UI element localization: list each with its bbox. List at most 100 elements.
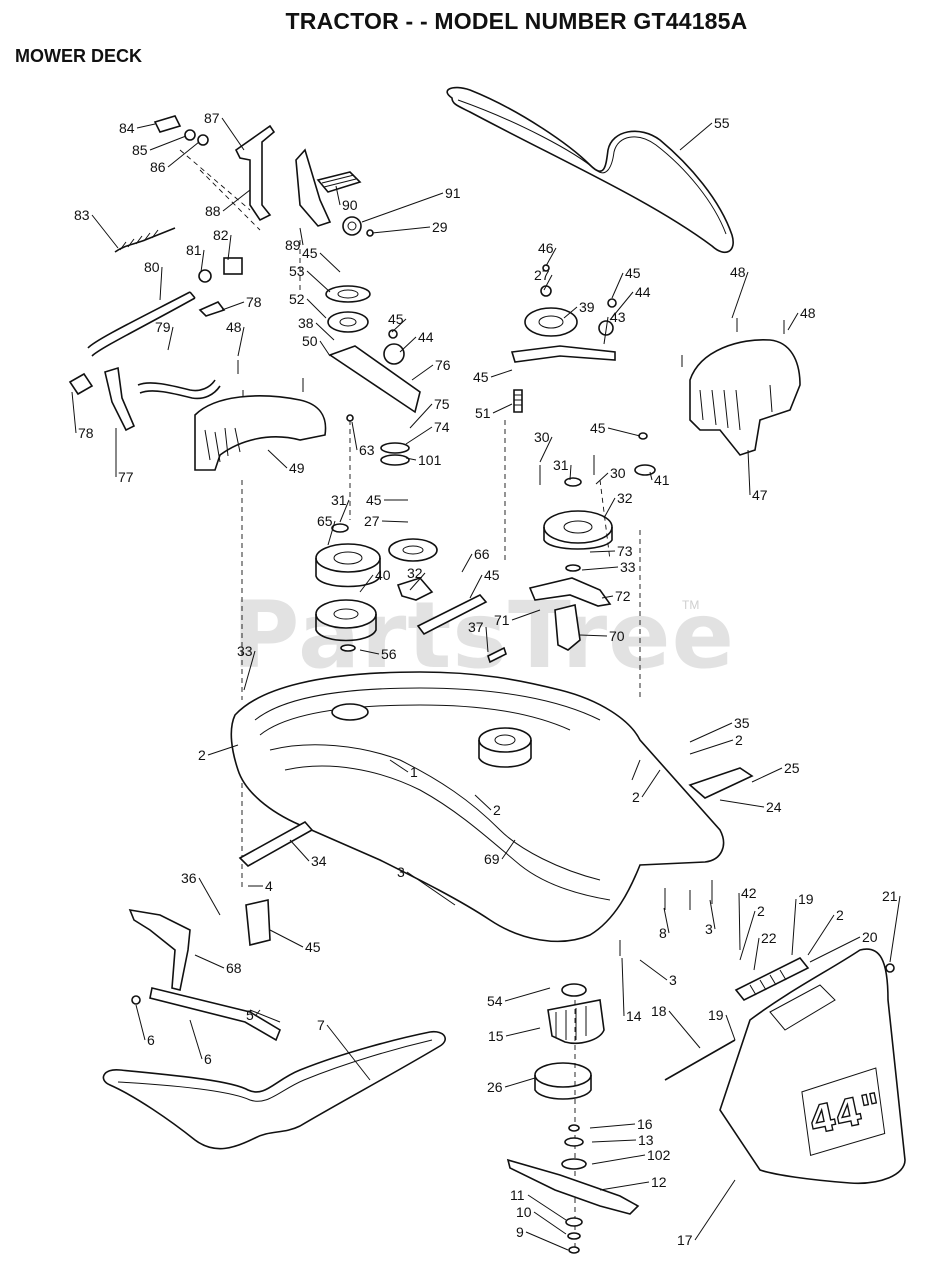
callout-70[interactable]: 70 [609,628,625,644]
part-10-washer[interactable] [565,1217,583,1227]
part-47-cover[interactable] [689,339,801,456]
callout-2[interactable]: 2 [757,903,765,919]
callout-3[interactable]: 3 [669,972,677,988]
callout-2[interactable]: 2 [735,732,743,748]
callout-11[interactable]: 11 [510,1187,525,1203]
callout-47[interactable]: 47 [752,487,768,503]
callout-29[interactable]: 29 [432,219,448,235]
part-31-nut-right[interactable] [564,477,582,487]
part-11-blade[interactable] [506,1158,640,1215]
part-45-nut[interactable] [388,329,398,339]
callout-19[interactable]: 19 [708,1007,724,1023]
callout-3[interactable]: 3 [705,921,713,937]
callout-68[interactable]: 68 [226,960,242,976]
callout-2[interactable]: 2 [632,789,640,805]
callout-37[interactable]: 37 [468,619,484,635]
part-44-spacer[interactable] [383,343,405,365]
part-45-nut-right[interactable] [607,298,617,308]
callout-45[interactable]: 45 [484,567,500,583]
callout-85[interactable]: 85 [132,142,148,158]
part-79-rod[interactable] [137,379,221,400]
callout-19[interactable]: 19 [798,891,814,907]
part-81-bushing[interactable] [198,269,212,283]
callout-25[interactable]: 25 [784,760,800,776]
part-77-arm[interactable] [104,366,136,432]
callout-44[interactable]: 44 [635,284,651,300]
callout-30[interactable]: 30 [534,429,550,445]
callout-24[interactable]: 24 [766,799,782,815]
callout-17[interactable]: 17 [677,1232,693,1248]
callout-55[interactable]: 55 [714,115,730,131]
callout-10[interactable]: 10 [516,1204,532,1220]
part-90-handle[interactable] [316,171,362,193]
callout-45[interactable]: 45 [302,245,318,261]
part-6-pin[interactable] [131,995,141,1005]
callout-46[interactable]: 46 [538,240,554,256]
part-7-link[interactable] [149,987,281,1042]
callout-44[interactable]: 44 [418,329,434,345]
part-50-bracket[interactable] [328,345,421,414]
callout-82[interactable]: 82 [213,227,229,243]
callout-38[interactable]: 38 [298,315,314,331]
callout-52[interactable]: 52 [289,291,305,307]
part-13-bolt[interactable] [568,1124,580,1132]
callout-72[interactable]: 72 [615,588,631,604]
part-102-washer[interactable] [564,1137,584,1147]
callout-69[interactable]: 69 [484,851,500,867]
callout-102[interactable]: 102 [647,1147,671,1163]
callout-91[interactable]: 91 [445,185,461,201]
part-35-spindle[interactable] [331,703,369,721]
callout-50[interactable]: 50 [302,333,318,349]
callout-16[interactable]: 16 [637,1116,653,1132]
callout-40[interactable]: 40 [375,567,391,583]
part-49-cover[interactable] [194,395,327,471]
callout-7[interactable]: 7 [317,1017,325,1033]
callout-89[interactable]: 89 [285,237,301,253]
part-80-rod[interactable] [87,291,196,357]
callout-26[interactable]: 26 [487,1079,503,1095]
callout-41[interactable]: 41 [654,472,670,488]
callout-74[interactable]: 74 [434,419,450,435]
part-56-spring[interactable] [487,646,507,664]
callout-65[interactable]: 65 [317,513,333,529]
part-89-arm[interactable] [295,148,332,227]
part-68-bracket[interactable] [245,899,271,947]
callout-76[interactable]: 76 [435,357,451,373]
mower-deck-housing[interactable] [230,671,725,943]
part-69-idler[interactable] [478,727,532,753]
part-33-washer-left[interactable] [340,644,356,652]
part-15-bearing[interactable] [561,983,587,997]
part-86-nut[interactable] [197,134,209,146]
part-52-pulley[interactable] [327,311,369,333]
part-78-clip[interactable] [198,301,226,317]
callout-63[interactable]: 63 [359,442,375,458]
callout-36[interactable]: 36 [181,870,197,886]
callout-45[interactable]: 45 [625,265,641,281]
callout-45[interactable]: 45 [590,420,606,436]
part-32-pulley-right[interactable] [543,510,613,544]
part-16-pulley[interactable] [534,1062,592,1088]
callout-83[interactable]: 83 [74,207,90,223]
callout-4[interactable]: 4 [265,878,273,894]
part-51-spring[interactable] [513,389,523,413]
callout-1[interactable]: 1 [410,764,418,780]
callout-88[interactable]: 88 [205,203,221,219]
part-70-bracket[interactable] [554,604,581,651]
callout-21[interactable]: 21 [882,888,898,904]
callout-15[interactable]: 15 [488,1028,504,1044]
callout-9[interactable]: 9 [516,1224,524,1240]
part-40-pulley[interactable] [315,543,381,573]
callout-48[interactable]: 48 [800,305,816,321]
callout-49[interactable]: 49 [289,460,305,476]
callout-51[interactable]: 51 [475,405,491,421]
callout-45[interactable]: 45 [366,492,382,508]
callout-66[interactable]: 66 [474,546,490,562]
callout-87[interactable]: 87 [204,110,220,126]
part-4-link[interactable] [238,820,314,867]
belt-55[interactable] [446,86,734,254]
callout-20[interactable]: 20 [862,929,878,945]
part-87-88-lift-bracket[interactable] [234,124,276,222]
callout-48[interactable]: 48 [226,319,242,335]
part-65-pulley[interactable] [388,538,438,562]
part-24-bracket[interactable] [688,767,754,799]
